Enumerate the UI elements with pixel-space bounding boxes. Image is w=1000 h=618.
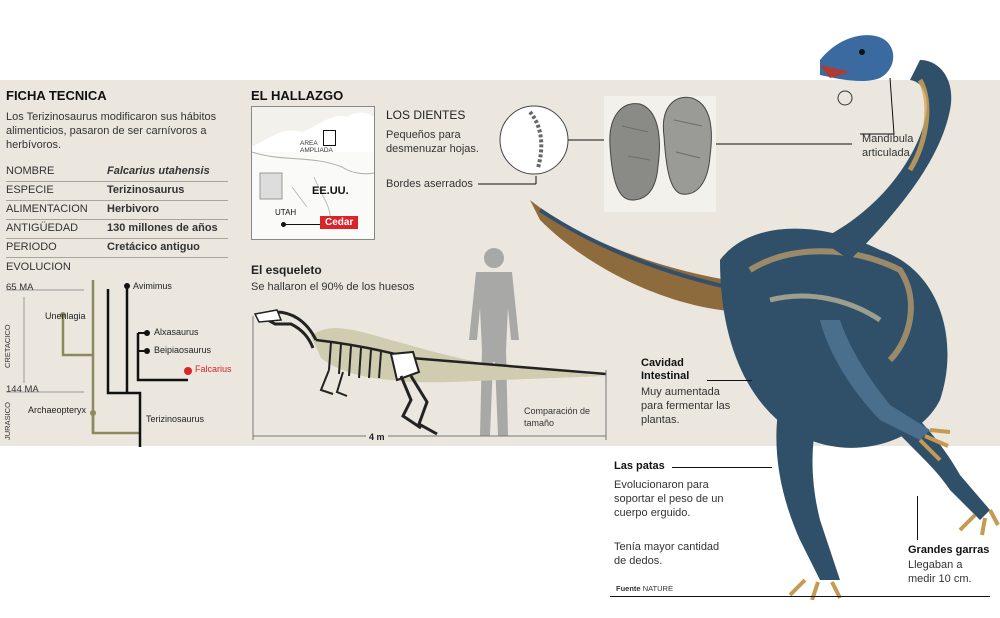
dino-tail xyxy=(530,200,759,312)
skeleton-ribs xyxy=(328,341,382,379)
tree-archaeopteryx-branch xyxy=(91,413,140,435)
fuente-value: NATURE xyxy=(642,584,673,593)
cedar-dot xyxy=(281,222,286,227)
tooth-left xyxy=(609,103,660,201)
evolucion-label: EVOLUCION xyxy=(6,261,71,273)
dino-leg-left xyxy=(776,400,840,580)
cedar-label: Cedar xyxy=(320,216,359,229)
ficha-key: NOMBRE xyxy=(6,165,55,177)
ficha-row-especie: ESPECIE Terizinosaurus xyxy=(6,181,228,201)
map-state: UTAH xyxy=(275,208,297,217)
skeleton-skull xyxy=(253,309,283,323)
node-beipiaosaurus xyxy=(144,348,150,354)
mandibula-leader xyxy=(860,77,895,135)
garras-title: Grandes garras xyxy=(908,544,990,556)
dientes-title: LOS DIENTES xyxy=(386,108,466,122)
node-falcarius xyxy=(184,367,192,375)
dino-claws-foot xyxy=(788,578,842,600)
label-unenlagia: Unenlagia xyxy=(45,311,86,321)
ficha-value: 130 millones de años xyxy=(107,222,218,234)
evolution-tree xyxy=(6,280,192,447)
garras-desc: Llegaban a medir 10 cm. xyxy=(908,559,972,585)
cavidad-leader xyxy=(707,380,752,381)
patas-desc: Evolucionaron para soportar el peso de u… xyxy=(614,479,724,519)
location-map: AREA AMPLIADA EE.UU. UTAH Cedar xyxy=(251,106,375,240)
teeth-illustration xyxy=(478,96,852,212)
dino-beak xyxy=(820,65,850,78)
label-terizinosaurus: Terizinosaurus xyxy=(146,414,205,424)
patas-leader xyxy=(672,467,772,468)
label-avimimus: Avimimus xyxy=(133,281,172,291)
area-ampliada-box xyxy=(323,130,336,146)
esqueleto-desc: Se hallaron el 90% de los huesos xyxy=(251,281,415,293)
node-alxasaurus xyxy=(144,330,150,336)
ficha-title: FICHA TECNICA xyxy=(6,88,107,103)
hallazgo-title: EL HALLAZGO xyxy=(251,88,344,103)
dientes-desc: Pequeños para desmenuzar hojas. xyxy=(386,129,479,155)
esqueleto-title: El esqueleto xyxy=(251,263,322,277)
bottom-rule xyxy=(610,596,990,597)
ma144-label: 144 MA xyxy=(6,384,39,395)
map-utah-shape xyxy=(259,172,283,200)
patas-desc2: Tenía mayor cantidad de dedos. xyxy=(614,541,720,567)
tree-unenlagia-branch xyxy=(61,317,93,357)
ficha-row-antiguedad: ANTIGÜEDAD 130 millones de años xyxy=(6,219,228,239)
dientes-bordes: Bordes aserrados xyxy=(386,178,473,190)
mandibula-circle xyxy=(837,90,853,106)
ficha-row-periodo: PERIODO Cretácico antiguo xyxy=(6,238,228,258)
label-alxasaurus: Alxasaurus xyxy=(154,327,199,337)
skeleton-arms xyxy=(319,369,348,397)
patas-title: Las patas xyxy=(614,460,665,472)
label-falcarius: Falcarius xyxy=(195,364,232,374)
node-avimimus xyxy=(124,283,130,289)
ficha-value: Cretácico antiguo xyxy=(107,241,200,253)
mandibula-label: Mandíbula articulada xyxy=(862,133,914,159)
ficha-value: Falcarius utahensis xyxy=(107,165,210,177)
skeleton-pelvis xyxy=(389,350,421,382)
period-jurasico: JURASICO xyxy=(3,402,12,440)
dino-arm xyxy=(820,320,930,440)
scale-label: 4 m xyxy=(366,432,388,442)
ficha-intro: Los Terizinosaurus modificaron sus hábit… xyxy=(6,111,217,151)
label-beipiaosaurus: Beipiaosaurus xyxy=(154,345,212,355)
cavidad-desc: Muy aumentada para fermentar las plantas… xyxy=(641,386,731,426)
dino-eye xyxy=(859,49,865,55)
dinosaur-illustration xyxy=(530,35,1000,600)
ficha-key: ESPECIE xyxy=(6,184,54,196)
fuente-label: Fuente xyxy=(616,584,641,593)
dino-body-shape xyxy=(311,328,606,383)
label-archaeopteryx: Archaeopteryx xyxy=(28,405,87,415)
garras-leader xyxy=(917,496,918,540)
tree-alxa-branch xyxy=(136,333,188,382)
tree-main-branch xyxy=(106,289,142,447)
dino-claws-hand xyxy=(918,428,951,462)
ficha-value: Herbivoro xyxy=(107,203,159,215)
ficha-key: ANTIGÜEDAD xyxy=(6,222,79,234)
ficha-value: Terizinosaurus xyxy=(107,184,185,196)
area-ampliada-label: AREA AMPLIADA xyxy=(300,140,333,154)
fuente: Fuente NATURE xyxy=(616,584,673,593)
tooth-right xyxy=(662,96,712,195)
cavidad-title: Cavidad Intestinal xyxy=(641,357,690,382)
skeleton-legs xyxy=(399,375,438,436)
period-cretacico: CRETACICO xyxy=(3,324,12,368)
node-archaeopteryx xyxy=(90,410,96,416)
ma65-label: 65 MA xyxy=(6,282,34,293)
node-unenlagia xyxy=(60,312,66,318)
comparacion-label: Comparación de tamaño xyxy=(524,406,591,428)
skeleton-illustration xyxy=(252,248,607,440)
dino-neck xyxy=(820,60,952,260)
ficha-row-nombre: NOMBRE Falcarius utahensis xyxy=(6,162,228,182)
map-north xyxy=(252,107,374,147)
serrated-edge xyxy=(528,110,544,169)
ficha-key: ALIMENTACION xyxy=(6,203,88,215)
cedar-leader xyxy=(285,224,321,225)
ficha-row-alimentacion: ALIMENTACION Herbivoro xyxy=(6,200,228,220)
map-country: EE.UU. xyxy=(312,185,349,197)
ficha-key: PERIODO xyxy=(6,241,57,253)
human-silhouette xyxy=(469,248,519,436)
